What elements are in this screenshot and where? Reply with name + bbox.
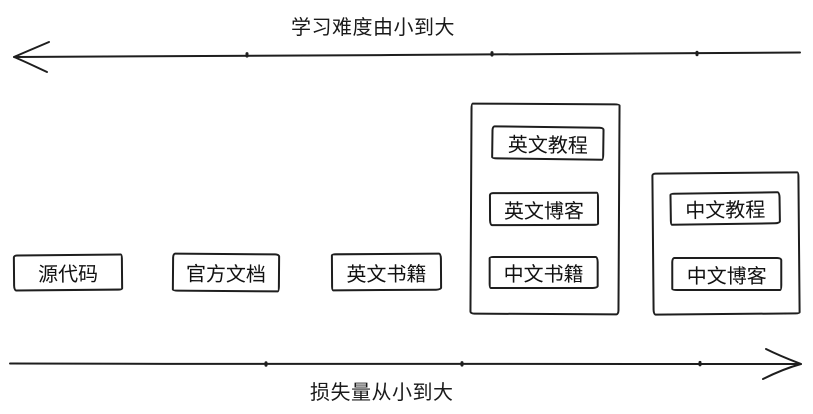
box-english-tutorial-label: 英文教程 — [507, 133, 588, 158]
box-chinese-blog-label: 中文博客 — [686, 265, 767, 288]
arrow-shaft — [9, 362, 799, 365]
arrow-shaft — [14, 51, 801, 58]
box-english-tutorial: 英文教程 — [491, 125, 605, 161]
group-chinese-resources: 中文教程 中文博客 — [651, 171, 801, 316]
box-english-blog: 英文博客 — [488, 191, 600, 227]
learning-difficulty-axis-label: 学习难度由小到大 — [291, 17, 455, 39]
box-chinese-book: 中文书籍 — [488, 255, 599, 290]
box-source-code-label: 源代码 — [37, 263, 99, 287]
box-chinese-blog: 中文博客 — [671, 256, 783, 292]
box-english-books: 英文书籍 — [330, 252, 443, 292]
box-source-code: 源代码 — [12, 253, 124, 292]
box-chinese-tutorial-label: 中文教程 — [685, 199, 766, 223]
box-official-docs-label: 官方文档 — [185, 263, 267, 287]
group-english-resources: 英文教程 英文博客 中文书籍 — [469, 102, 621, 316]
box-english-blog-label: 英文博客 — [503, 200, 585, 223]
box-english-books-label: 英文书籍 — [346, 263, 427, 286]
right-arrowhead-icon — [765, 348, 802, 365]
box-chinese-book-label: 中文书籍 — [503, 263, 584, 287]
right-arrowhead-icon — [762, 363, 802, 380]
box-official-docs: 官方文档 — [171, 252, 281, 293]
right-arrow — [9, 348, 802, 380]
left-arrowhead-icon — [13, 56, 48, 73]
box-chinese-tutorial: 中文教程 — [669, 191, 781, 226]
left-arrowhead-icon — [13, 41, 50, 58]
loss-amount-axis-label: 损失量从小到大 — [310, 382, 454, 404]
left-arrow — [13, 41, 801, 73]
